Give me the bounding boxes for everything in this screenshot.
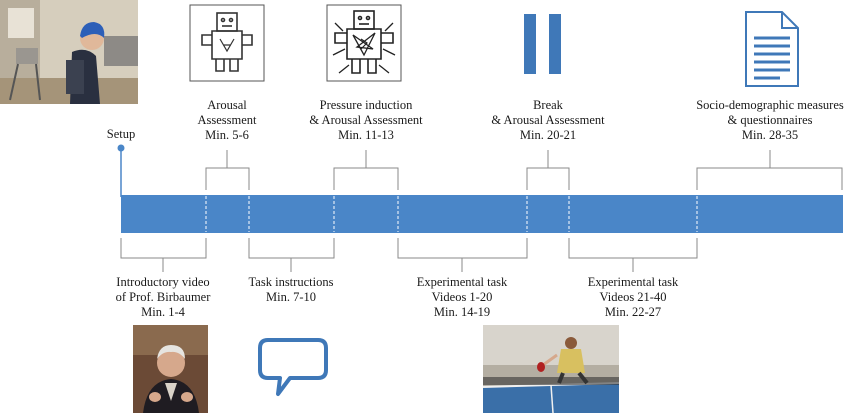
label-arousal-assessment: Arousal Assessment Min. 5-6 — [197, 98, 257, 142]
label-pressure-induction: Pressure induction & Arousal Assessment … — [309, 98, 423, 142]
label-experimental-task-1: Experimental task Videos 1-20 Min. 14-19 — [416, 275, 508, 319]
label-introductory-video: Introductory video of Prof. Birbaumer Mi… — [115, 275, 211, 319]
label-experimental-task-2: Experimental task Videos 21-40 Min. 22-2… — [587, 275, 679, 319]
setup-photo — [0, 0, 138, 104]
setup-label: Setup — [106, 127, 136, 141]
bracket-instructions — [248, 238, 335, 272]
bracket-intro — [120, 238, 207, 272]
bracket-socio — [696, 150, 843, 190]
bracket-break — [526, 150, 570, 190]
timeline-bar — [121, 195, 843, 233]
bracket-pressure — [333, 150, 399, 190]
sam-calm-icon — [189, 4, 265, 82]
table-tennis-photo — [483, 325, 619, 413]
sam-aroused-icon — [326, 4, 402, 82]
label-task-instructions: Task instructions Min. 7-10 — [248, 275, 334, 304]
bracket-task1 — [397, 238, 528, 272]
speech-bubble-icon — [258, 338, 328, 396]
label-socio-demographic: Socio-demographic measures & questionnai… — [696, 98, 844, 142]
label-break: Break & Arousal Assessment Min. 20-21 — [491, 98, 605, 142]
bracket-task2 — [568, 238, 698, 272]
birbaumer-photo — [133, 325, 208, 413]
bracket-arousal — [205, 150, 250, 190]
pause-icon — [524, 14, 561, 74]
setup-marker-dot — [117, 144, 125, 152]
timeline-dividers — [205, 196, 698, 232]
document-icon — [745, 11, 799, 87]
